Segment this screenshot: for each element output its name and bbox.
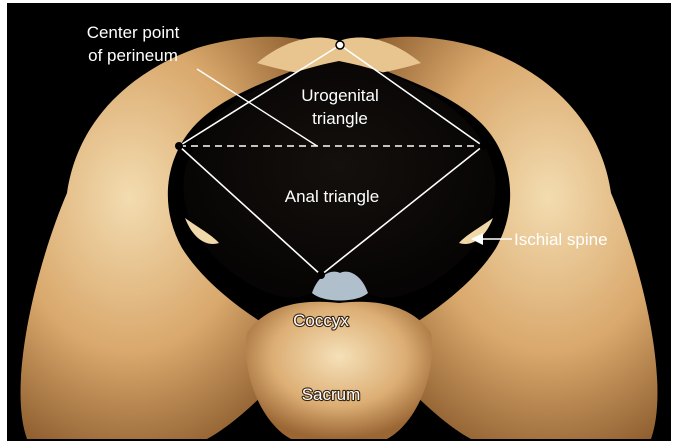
bottom-vertex-marker [317, 271, 325, 279]
pelvis-photograph: Center point of perineum Urogenital tria… [7, 3, 671, 441]
center-point-label-line2: of perineum [88, 46, 178, 65]
urogenital-label-line1: Urogenital [301, 86, 379, 105]
coccyx-label: Coccyx [293, 311, 349, 330]
right-vertex-marker [479, 142, 487, 150]
urogenital-label-line2: triangle [312, 109, 368, 128]
anal-triangle-label: Anal triangle [285, 187, 380, 206]
sacrum-label: Sacrum [302, 385, 361, 404]
top-vertex-marker [336, 41, 344, 49]
ischial-spine-label: Ischial spine [514, 230, 608, 249]
left-vertex-marker [175, 142, 183, 150]
center-point-label-line1: Center point [87, 23, 180, 42]
